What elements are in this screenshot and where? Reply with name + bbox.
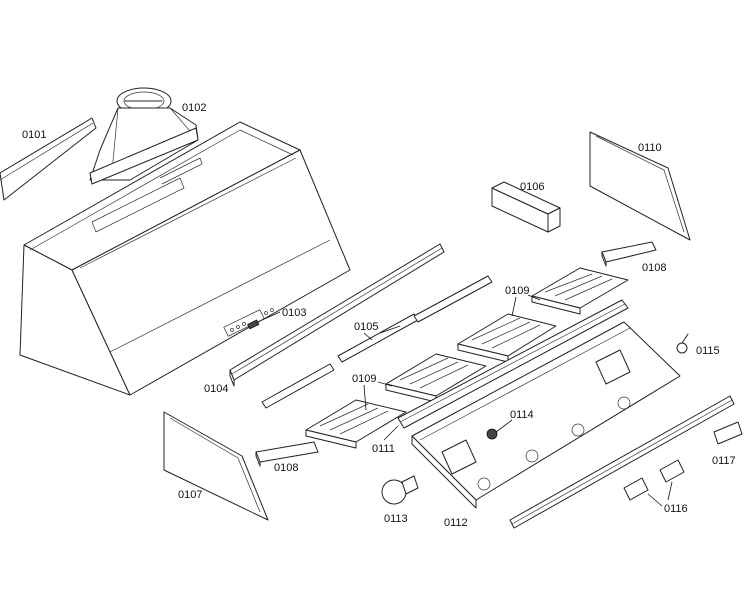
part-0115-switch [676,333,689,354]
label-0117: 0117 [712,455,736,467]
part-0111-long-rail [397,299,629,429]
label-0102: 0102 [182,102,206,114]
part-0109-filter-4 [305,399,407,449]
label-0115: 0115 [696,345,720,357]
label-0110: 0110 [638,142,662,154]
part-lower-rail [509,395,735,529]
label-0108-lower: 0108 [274,462,298,474]
part-0114-knob [486,428,498,440]
label-0111: 0111 [372,443,395,455]
label-0109-lower: 0109 [352,373,376,385]
label-0109-upper: 0109 [505,285,529,297]
part-0106-bracket [491,181,561,233]
part-0116-connectors [623,459,685,501]
part-0107-side-panel [163,411,269,521]
part-0104-front-rail [229,243,445,387]
label-0106: 0106 [520,181,544,193]
part-0108-upper [601,241,657,267]
part-0101-trim-strip [0,117,97,201]
part-0108-lower [255,441,319,467]
part-0112-bottom-pan [411,321,681,509]
label-0114: 0114 [510,409,534,421]
part-0109-filter-3 [385,353,487,403]
label-0107: 0107 [178,489,202,501]
part-0117-clip [713,421,743,445]
part-0110-side-panel [589,131,691,241]
label-0113: 0113 [384,513,408,525]
part-0109-filter-2 [457,313,557,363]
part-0102-duct-transition [89,87,199,185]
part-0113-lamp-bulb [381,475,419,505]
label-0101: 0101 [22,129,46,141]
label-0116: 0116 [664,503,688,515]
label-0108-upper: 0108 [642,262,666,274]
label-0104: 0104 [204,383,228,395]
part-0109-filter-1 [531,267,629,315]
hood-body [19,121,351,396]
part-0105-filter-strips [261,275,493,409]
label-0105: 0105 [354,321,378,333]
label-0112: 0112 [444,517,468,529]
label-0103: 0103 [282,307,306,319]
